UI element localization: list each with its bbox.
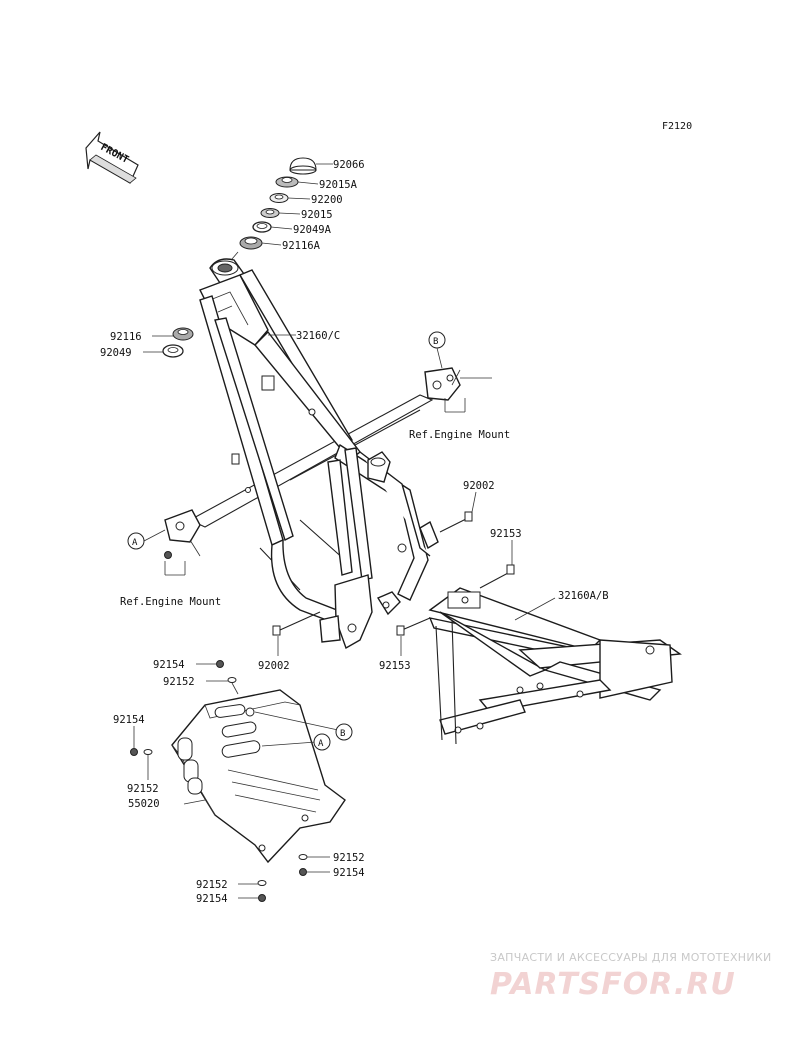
label-92015a: 92015A — [319, 179, 358, 191]
watermark-brand: PARTSFOR.RU — [490, 967, 736, 1002]
bolt-92153-right — [479, 540, 515, 589]
ref-engine-mount-b: Ref.Engine Mount — [409, 429, 510, 441]
figure-code: F2120 — [662, 121, 692, 132]
label-92154-b: 92154 — [113, 714, 145, 726]
bolt-92002-bottom — [272, 611, 321, 656]
bolt-92002-right — [439, 491, 477, 533]
watermark-tagline: ЗАПЧАСТИ И АКСЕССУАРЫ ДЛЯ МОТОТЕХНИКИ — [490, 951, 772, 964]
label-55020: 55020 — [128, 798, 160, 810]
rear-subframe — [428, 587, 682, 745]
label-92154-d: 92154 — [196, 893, 228, 905]
bolt-92153-bottom — [396, 617, 431, 656]
label-92200: 92200 — [311, 194, 343, 206]
label-92116: 92116 — [110, 331, 142, 343]
fasteners — [130, 660, 330, 902]
label-92002-right: 92002 — [463, 480, 495, 492]
label-92066: 92066 — [333, 159, 365, 171]
label-32160ab: 32160A/B — [558, 590, 609, 602]
callout-a-upper: A — [132, 538, 138, 548]
lower-bearing — [143, 327, 194, 358]
callout-b-lower: B — [340, 729, 345, 739]
callout-a-lower: A — [318, 739, 324, 749]
steering-bearing-stack — [225, 157, 333, 267]
label-92152-d: 92152 — [196, 879, 228, 891]
ref-engine-mount-a: Ref.Engine Mount — [120, 596, 221, 608]
label-92154-a: 92154 — [153, 659, 185, 671]
front-arrow-icon: FRONT — [85, 131, 139, 184]
label-92015: 92015 — [301, 209, 333, 221]
label-92152-b: 92152 — [127, 783, 159, 795]
label-92049: 92049 — [100, 347, 132, 359]
label-92154-c: 92154 — [333, 867, 365, 879]
label-92152-a: 92152 — [163, 676, 195, 688]
label-92153-bottom: 92153 — [379, 660, 411, 672]
engine-mount-a — [127, 509, 201, 576]
main-frame — [188, 258, 439, 650]
label-32160c: 32160/C — [296, 330, 340, 342]
label-92002-bottom: 92002 — [258, 660, 290, 672]
label-92153-right: 92153 — [490, 528, 522, 540]
skid-plate — [171, 689, 353, 864]
label-92152-c: 92152 — [333, 852, 365, 864]
engine-mount-b — [424, 331, 492, 413]
label-92049a: 92049A — [293, 224, 332, 236]
label-92116a: 92116A — [282, 240, 321, 252]
callout-b-upper: B — [433, 337, 438, 347]
